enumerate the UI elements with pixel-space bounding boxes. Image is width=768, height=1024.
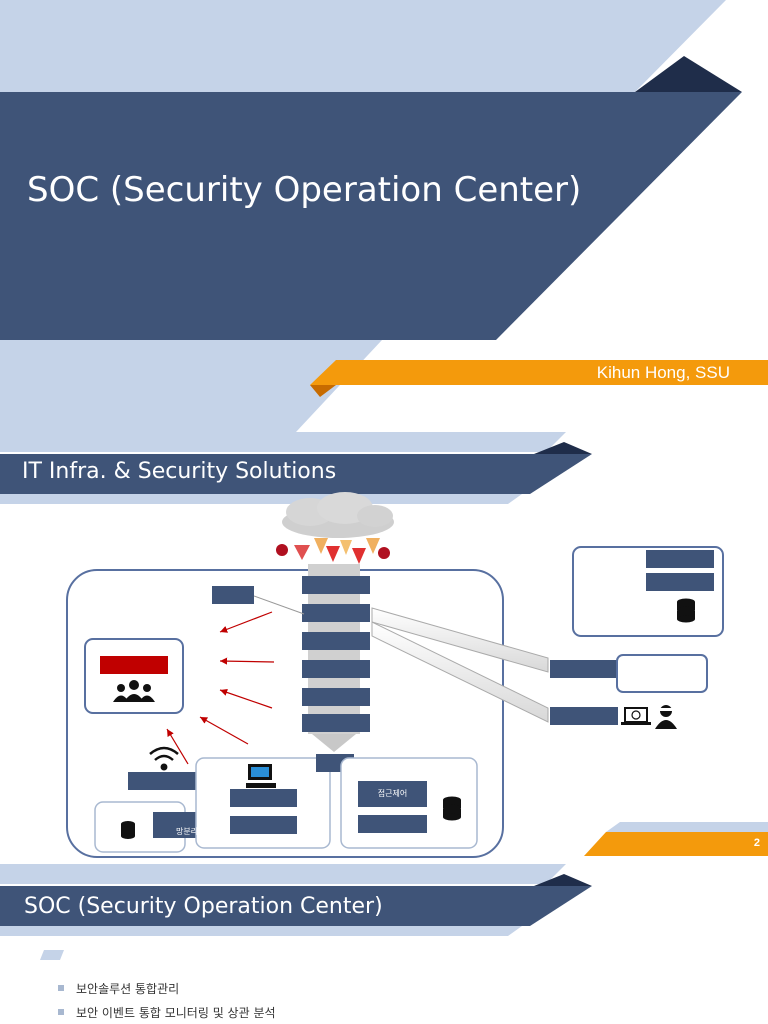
connector-line <box>253 595 305 615</box>
slide2-dark-triangle <box>534 442 592 454</box>
top-left-label-box <box>212 586 254 604</box>
external-label-box-2 <box>550 707 618 725</box>
bullet-square-icon <box>58 1009 64 1015</box>
stack-box-6 <box>302 714 370 732</box>
endpoint-label-box-2 <box>230 816 297 834</box>
bullet-square-icon <box>58 985 64 991</box>
light-band-bottom <box>0 340 382 432</box>
slide2-light-strip <box>0 432 566 452</box>
stack-box-2 <box>302 604 370 622</box>
remote-label-box-1 <box>646 550 714 568</box>
page-number-strip <box>606 822 768 832</box>
slide3-light-strip-bottom <box>0 926 522 936</box>
stack-box-3 <box>302 632 370 650</box>
slide2-background <box>0 432 768 856</box>
author-bar-fold <box>310 385 336 397</box>
list-item: 보안 이벤트 통합 모니터링 및 상관 분석 <box>58 1000 276 1024</box>
bullet-text: 보안 이벤트 통합 모니터링 및 상관 분석 <box>76 1005 276 1020</box>
slide3-dark-triangle <box>534 874 592 886</box>
server-label-box <box>358 815 427 833</box>
bullet-text: 보안솔루션 통합관리 <box>76 981 180 996</box>
traffic-down-arrow <box>312 734 356 752</box>
database-icon <box>443 796 461 821</box>
title-slide-background <box>0 0 768 432</box>
alert-arrows <box>166 611 275 765</box>
wifi-icon <box>149 746 179 771</box>
slide2-title-band <box>0 454 592 494</box>
laptop-globe-icon <box>621 707 651 725</box>
computer-icon <box>246 764 276 788</box>
slide2-heading: IT Infra. & Security Solutions <box>22 459 337 484</box>
light-band-top <box>0 0 726 92</box>
network-separation-label: 망분리 <box>175 827 199 836</box>
remote-label-box-2 <box>646 573 714 591</box>
access-control-box <box>358 781 427 807</box>
dark-triangle-accent <box>635 56 742 92</box>
monitoring-label-box <box>100 656 168 674</box>
author-name: Kihun Hong, SSU <box>596 363 730 382</box>
slide3-background <box>0 864 592 960</box>
remote-pipes <box>371 607 549 723</box>
security-solution-stack <box>302 576 370 732</box>
stack-box-1 <box>302 576 370 594</box>
virus-icon <box>276 544 390 559</box>
endpoint-label-box-1 <box>230 789 297 807</box>
access-control-label: 접근제어 <box>377 789 408 798</box>
page-number-bar <box>584 832 768 856</box>
infra-diagram <box>66 492 724 858</box>
bullet-list: 보안솔루션 통합관리 보안 이벤트 통합 모니터링 및 상관 분석 <box>58 976 276 1024</box>
hacker-icon <box>655 705 677 729</box>
external-label-box-1 <box>550 660 618 678</box>
list-item: 보안솔루션 통합관리 <box>58 976 276 1000</box>
author-bar <box>310 360 768 385</box>
slide3-title-band <box>0 886 592 926</box>
slide3-heading: SOC (Security Operation Center) <box>24 894 383 919</box>
external-site-box <box>616 654 708 693</box>
database-icon <box>121 821 135 839</box>
slide3-light-strip <box>0 864 566 884</box>
attack-arrows <box>294 538 380 564</box>
slide2-light-strip-bottom <box>0 494 522 504</box>
database-icon <box>677 598 695 623</box>
title-band <box>0 92 742 340</box>
slide3-bullet-marker-top <box>40 950 64 960</box>
team-icon <box>113 680 155 702</box>
stack-box-5 <box>302 688 370 706</box>
cloud-icon <box>282 492 394 538</box>
stack-box-4 <box>302 660 370 678</box>
title-slide-heading: SOC (Security Operation Center) <box>27 170 582 210</box>
page-number: 2 <box>753 837 760 849</box>
wireless-label-box <box>128 772 196 790</box>
